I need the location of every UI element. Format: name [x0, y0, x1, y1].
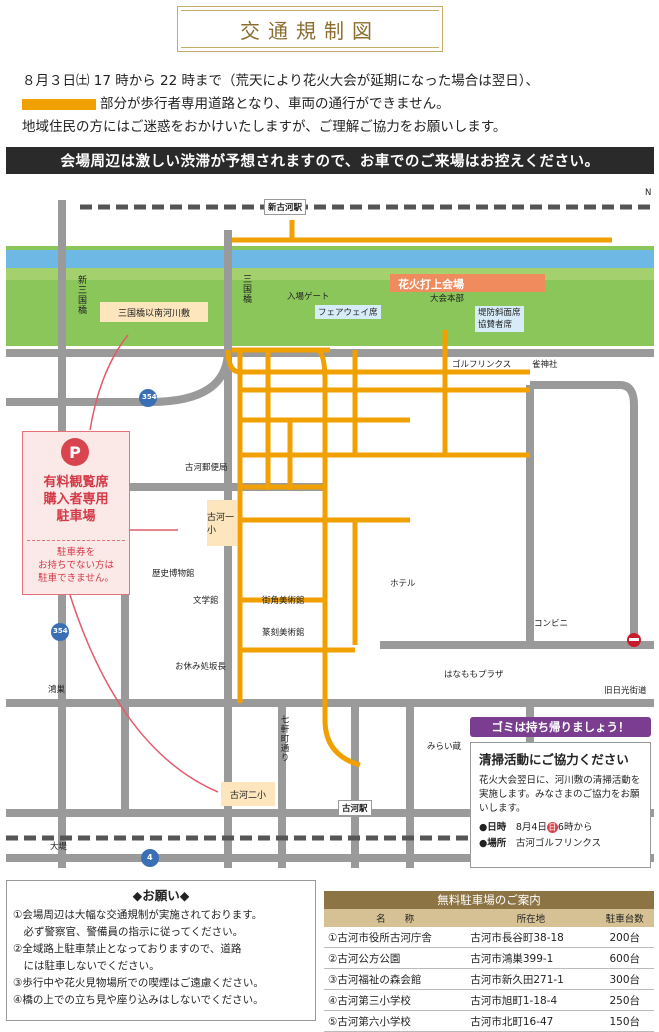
lot-capacity: 200台 — [595, 927, 654, 948]
lot-capacity: 150台 — [595, 1010, 654, 1032]
request-item: には駐車しないでください。 — [13, 960, 160, 972]
intro-line-2: 部分が歩行者専用道路となり、車両の通行ができません。 — [22, 93, 652, 116]
lot-name: ①古河市役所古河庁舎 — [324, 927, 467, 948]
school1-label: 古河一小 — [207, 500, 237, 546]
mirai-label: みらい蔵 — [427, 742, 462, 752]
cleanup-box: 清掃活動にご協力ください 花火大会翌日に、河川敷の清掃活動を実施します。みなさま… — [470, 742, 651, 868]
request-box: ◆お願い◆ ①会場周辺は大幅な交通規制が実施されております。 必ず警察官、警備員… — [6, 880, 316, 1021]
lot-address: 古河市旭町1-18-4 — [466, 989, 596, 1011]
river — [6, 250, 654, 268]
lot-address: 古河市新久田271-1 — [466, 968, 596, 990]
hanamomo-label: はなももプラザ — [444, 670, 504, 680]
page-title: 交通規制図 — [240, 18, 380, 43]
lot-name: ②古河公方公園 — [324, 947, 467, 969]
venue-banner-bg — [390, 274, 545, 292]
request-item: ④橋の上での立ち見や座り込みはしないでください。 — [13, 994, 264, 1006]
north-indicator: N — [645, 188, 652, 198]
route-354-b: 354 — [53, 627, 68, 635]
gomi-banner: ゴミは持ち帰りましょう！ — [470, 717, 651, 737]
intro-line-2-text: 部分が歩行者専用道路となり、車両の通行ができません。 — [100, 96, 450, 112]
fairway-label: フェアウェイ席 — [315, 305, 381, 319]
cleanup-place: ●場所 古河ゴルフリンクス — [479, 836, 642, 852]
table-row: ④古河第三小学校 古河市旭町1-18-4 250台 — [324, 989, 654, 1011]
cleanup-text: 花火大会翌日に、河川敷の清掃活動を実施します。みなさまのご協力をお願いします。 — [479, 775, 641, 814]
river-bank — [6, 268, 654, 280]
post-office-label: 古河郵便局 — [185, 463, 228, 473]
intro-text: ８月３日㈯ 17 時から 22 時まで（荒天により花火大会が延期になった場合は翌… — [22, 70, 652, 139]
lot-name: ③古河福祉の森会館 — [324, 968, 467, 990]
lot-address: 古河市鴻巣399-1 — [466, 947, 596, 969]
cleanup-date-label: ●日時 — [479, 822, 507, 833]
request-item: ③歩行中や花火見物場所での喫煙はご遠慮ください。 — [13, 977, 264, 989]
venue-label: 花火打上会場 — [398, 278, 464, 291]
route-4: 4 — [147, 853, 153, 862]
parking-icon: P — [61, 438, 89, 466]
table-header-row: 名 称 所在地 駐車台数 — [324, 909, 654, 927]
konosu-label: 鴻巣 — [48, 685, 66, 695]
col-address: 所在地 — [466, 909, 596, 927]
lot-capacity: 300台 — [595, 968, 654, 990]
warning-banner: 会場周辺は激しい渋滞が予想されますので、お車でのご来場はお控えください。 — [6, 147, 654, 174]
table-row: ③古河福祉の森会館 古河市新久田271-1 300台 — [324, 968, 654, 990]
lot-capacity: 600台 — [595, 947, 654, 969]
col-capacity: 駐車台数 — [595, 909, 654, 927]
table-row: ⑤古河第六小学校 古河市北町16-47 150台 — [324, 1010, 654, 1032]
school2-label: 古河二小 — [221, 782, 275, 806]
lot-name: ⑤古河第六小学校 — [324, 1010, 467, 1032]
parking-note-box — [27, 540, 125, 590]
conbini-label: コンビニ — [534, 619, 569, 629]
sunday-badge: 日 — [546, 822, 558, 833]
route-shields — [51, 389, 159, 867]
oyasumi-label: お休み処坂長 — [175, 662, 227, 672]
golflinks-label: ゴルフリンクス — [452, 360, 512, 370]
hotel-label: ホテル — [390, 579, 416, 589]
lot-address: 古河市長谷町38-18 — [466, 927, 596, 948]
free-parking-title: 無料駐車場のご案内 — [324, 891, 654, 909]
bridge-shin-mikuni: 新三国橋 — [76, 275, 86, 315]
page-title-frame: 交通規制図 — [177, 6, 443, 52]
request-item: ②全域路上駐車禁止となっておりますので、道路 — [13, 943, 242, 955]
station-shinkoga: 新古河駅 — [264, 199, 307, 215]
request-item: 必ず警察官、警備員の指示に従ってください。 — [13, 926, 244, 938]
sponsor-seats-label: 堤防斜面席 協賛者席 — [475, 306, 524, 332]
cleanup-place-label: ●場所 — [479, 838, 507, 849]
free-parking-table: 名 称 所在地 駐車台数 ①古河市役所古河庁舎 古河市長谷町38-18 200台… — [324, 909, 654, 1032]
mikuni-kasen-label: 三国橋以南河川敷 — [100, 302, 208, 322]
hq-label: 大会本部 — [430, 294, 465, 304]
station-koga: 古河駅 — [338, 800, 372, 816]
cleanup-heading: 清掃活動にご協力ください — [479, 752, 629, 767]
request-heading: ◆お願い◆ — [132, 888, 190, 903]
closed-roads — [225, 220, 612, 768]
machikado-label: 街角美術館 — [262, 596, 305, 606]
parking-arrows — [69, 334, 219, 793]
bridge-mikuni: 三国橋 — [241, 274, 251, 304]
table-row: ②古河公方公園 古河市鴻巣399-1 600台 — [324, 947, 654, 969]
suzume-shrine-label: 雀神社 — [532, 360, 558, 370]
lot-capacity: 250台 — [595, 989, 654, 1011]
lot-address: 古河市北町16-47 — [466, 1010, 596, 1032]
lot-name: ④古河第三小学校 — [324, 989, 467, 1011]
gate-label: 入場ゲート — [287, 292, 330, 302]
table-row: ①古河市役所古河庁舎 古河市長谷町38-18 200台 — [324, 927, 654, 948]
bungaku-label: 文学館 — [193, 596, 219, 606]
route-354-a: 354 — [142, 393, 157, 401]
tenkoku-label: 篆刻美術館 — [262, 628, 305, 638]
cleanup-date-value: 8月4日 — [515, 822, 547, 833]
intro-line-3: 地域住民の方にはご迷惑をおかけいたしますが、ご理解ご協力をお願いします。 — [22, 119, 507, 135]
parking-title: 有料観覧席 購入者専用 駐車場 — [43, 475, 109, 524]
cleanup-place-value: 古河ゴルフリンクス — [515, 838, 602, 849]
closed-road-legend-swatch — [22, 98, 96, 110]
col-name: 名 称 — [324, 909, 467, 927]
nikko-kaido-label: 旧日光街道 — [604, 686, 647, 696]
paid-parking-callout: P 有料観覧席 購入者専用 駐車場 駐車券を お持ちでない方は 駐車できません。 — [22, 431, 130, 595]
intro-line-1: ８月３日㈯ 17 時から 22 時まで（荒天により花火大会が延期になった場合は翌… — [22, 73, 540, 89]
parking-note: 駐車券を お持ちでない方は 駐車できません。 — [37, 547, 114, 584]
shichiken-label: 七軒町通り — [279, 715, 289, 763]
cleanup-time-value: 6時から — [557, 822, 593, 833]
request-item: ①会場周辺は大幅な交通規制が実施されております。 — [13, 909, 263, 921]
history-museum-label: 歴史博物館 — [152, 569, 195, 579]
daiba-label: 大堤 — [50, 842, 68, 852]
